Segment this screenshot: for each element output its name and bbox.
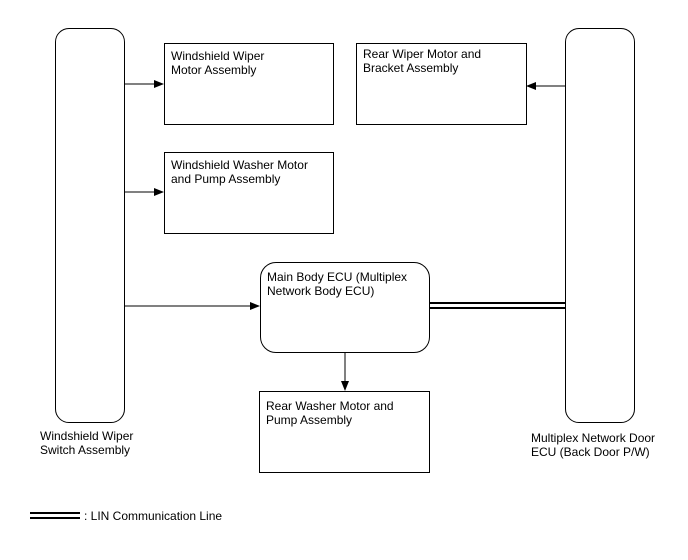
ws-wiper-motor-label: Windshield Wiper Motor Assembly	[171, 49, 265, 77]
wiper-switch-label: Windshield Wiper Switch Assembly	[40, 429, 134, 457]
legend-lin-line-sample	[30, 512, 80, 519]
wiper-switch-node	[55, 28, 125, 423]
rear-wiper-motor-node: Rear Wiper Motor and Bracket Assembly	[356, 43, 527, 125]
door-ecu-node	[565, 28, 635, 423]
main-body-ecu-node: Main Body ECU (Multiplex Network Body EC…	[260, 262, 430, 353]
lin-line-body-ecu-to-door-ecu	[429, 302, 565, 309]
rear-wiper-motor-label: Rear Wiper Motor and Bracket Assembly	[363, 47, 482, 75]
ws-washer-motor-label: Windshield Washer Motor and Pump Assembl…	[171, 158, 308, 186]
door-ecu-label: Multiplex Network Door ECU (Back Door P/…	[531, 431, 656, 459]
legend-lin-label: : LIN Communication Line	[84, 509, 223, 523]
ws-wiper-motor-node: Windshield Wiper Motor Assembly	[164, 43, 334, 125]
rear-washer-motor-node: Rear Washer Motor and Pump Assembly	[259, 391, 430, 473]
main-body-ecu-label: Main Body ECU (Multiplex Network Body EC…	[267, 270, 408, 298]
ws-washer-motor-node: Windshield Washer Motor and Pump Assembl…	[164, 152, 334, 234]
rear-washer-motor-label: Rear Washer Motor and Pump Assembly	[266, 399, 394, 427]
